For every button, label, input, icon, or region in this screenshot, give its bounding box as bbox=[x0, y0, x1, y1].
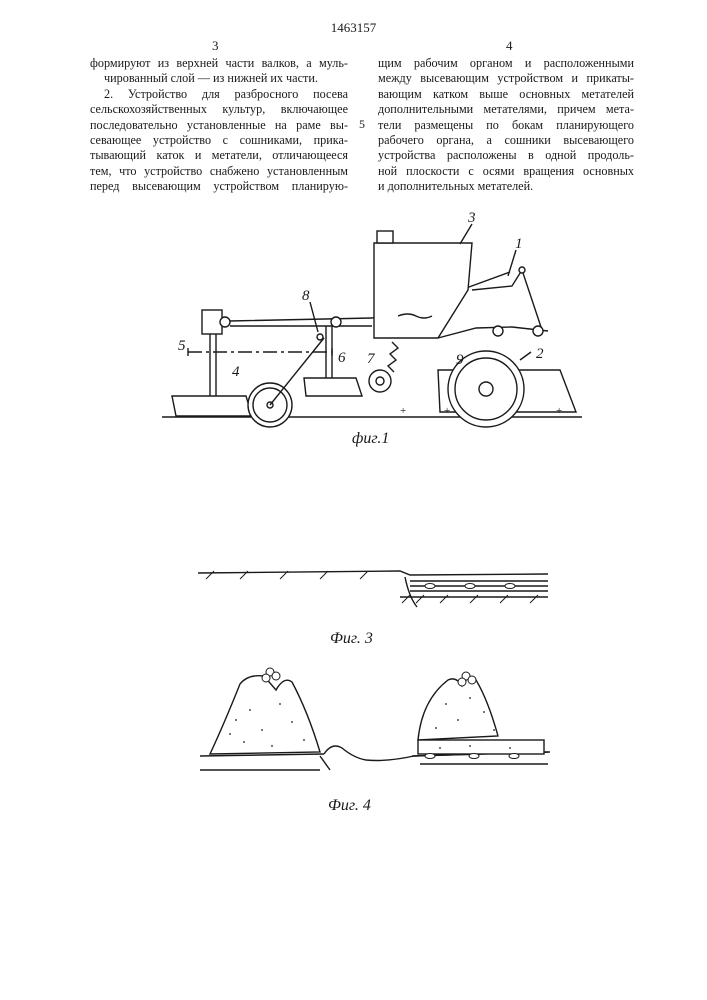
fig3-caption: Фиг. 3 bbox=[330, 630, 373, 645]
fig1-label-5: 5 bbox=[178, 338, 186, 354]
fig1-label-8: 8 bbox=[302, 288, 310, 304]
fig1-label-7: 7 bbox=[367, 351, 376, 367]
fig1-label-9: 9 bbox=[456, 352, 464, 368]
fig1-label-3: 3 bbox=[467, 210, 476, 226]
figure-4-drawing: Фиг. 4 bbox=[0, 660, 707, 820]
fig4-caption: Фиг. 4 bbox=[328, 797, 371, 814]
fig1-label-4: 4 bbox=[232, 364, 240, 380]
fig1-label-2: 2 bbox=[536, 346, 544, 362]
svg-text:+: + bbox=[400, 405, 406, 417]
figure-1-drawing: + + + + 3 1 2 9 7 8 bbox=[0, 0, 707, 460]
figure-3-drawing: Фиг. 3 bbox=[0, 555, 707, 645]
fig1-label-6: 6 bbox=[338, 350, 346, 366]
svg-text:+: + bbox=[556, 405, 562, 417]
fig1-label-1: 1 bbox=[515, 236, 523, 252]
svg-text:+: + bbox=[444, 405, 450, 417]
fig1-caption: фиг.1 bbox=[352, 430, 389, 447]
